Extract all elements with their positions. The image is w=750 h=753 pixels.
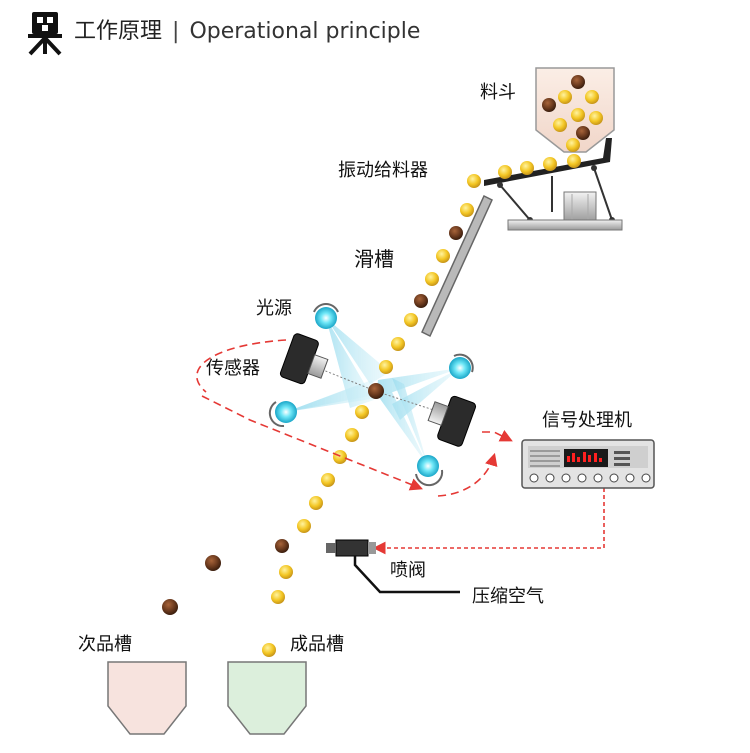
hopper xyxy=(535,67,615,153)
reject-bin xyxy=(107,661,187,735)
lamp-left xyxy=(268,401,297,428)
chute xyxy=(404,194,493,338)
accept-bin xyxy=(227,661,307,735)
vibratory-feeder xyxy=(467,138,623,231)
light-beams xyxy=(286,318,460,466)
label-air: 压缩空气 xyxy=(472,586,544,607)
title-cn: 工作原理 xyxy=(74,19,163,44)
camera-top-left xyxy=(279,333,329,385)
label-chute: 滑槽 xyxy=(354,247,394,271)
lamp-bottom xyxy=(415,455,444,487)
label-processor: 信号处理机 xyxy=(542,410,632,431)
signal-processor xyxy=(521,439,655,489)
sorter-logo-icon xyxy=(28,12,62,56)
lamp-top xyxy=(313,303,339,329)
signal-to-valve xyxy=(372,488,605,555)
header: 工作原理 | Operational principle xyxy=(0,0,750,60)
title-en: Operational principle xyxy=(189,19,421,44)
label-material: 料斗 xyxy=(480,82,516,103)
title-separator: | xyxy=(172,19,180,44)
ejector-valve xyxy=(326,539,460,594)
signal-paths xyxy=(196,339,513,497)
label-feeder: 振动给料器 xyxy=(338,160,428,181)
label-sensor: 传感器 xyxy=(206,358,260,379)
label-reject-bin: 次品槽 xyxy=(78,634,132,655)
camera-bottom-right xyxy=(427,395,477,447)
label-light: 光源 xyxy=(256,298,292,319)
label-valve: 喷阀 xyxy=(390,560,426,581)
falling-seeds xyxy=(140,337,405,686)
label-accept-bin: 成品槽 xyxy=(290,634,344,655)
lamp-right xyxy=(449,353,474,379)
page-title: 工作原理 | Operational principle xyxy=(74,18,420,46)
